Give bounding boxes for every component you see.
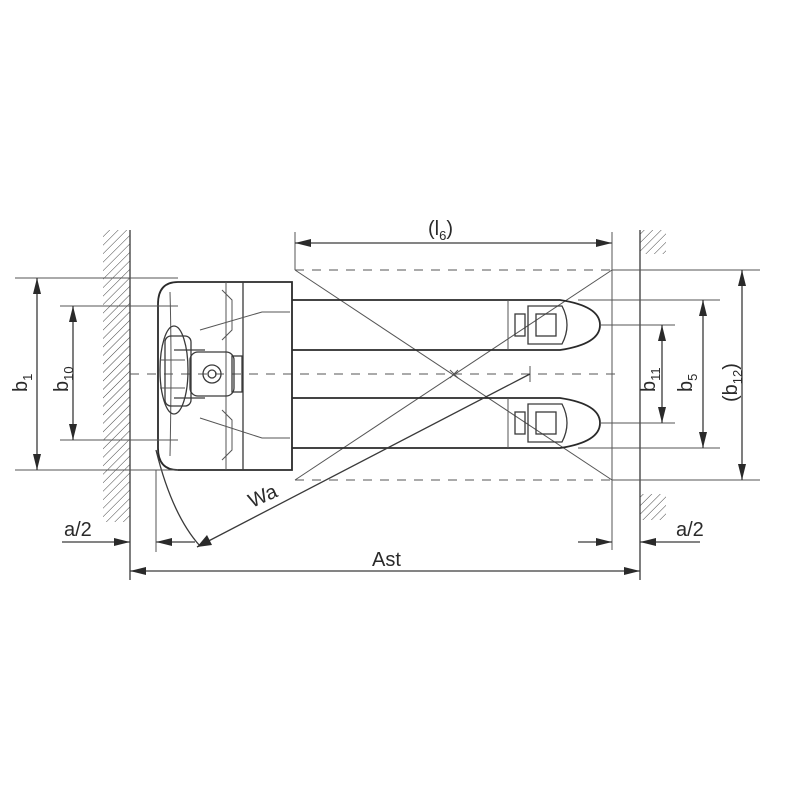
label-ast: Ast	[372, 549, 401, 571]
label-b5: b5	[675, 374, 700, 392]
dimension-b10	[69, 306, 77, 440]
dimension-a2-right	[578, 538, 700, 546]
turning-radius-wa	[155, 373, 531, 548]
dimension-b5	[699, 300, 707, 448]
right-wall-bottom	[640, 494, 666, 520]
extension-lines-right	[578, 269, 760, 481]
extension-lines-left	[15, 277, 178, 471]
label-a2-right: a/2	[676, 519, 704, 541]
label-b11: b11	[638, 367, 663, 392]
fork-upper	[292, 299, 601, 351]
label-a2-left: a/2	[64, 519, 92, 541]
dimension-b12	[738, 270, 746, 480]
dimension-ast	[130, 567, 640, 575]
fork-lower	[292, 397, 601, 449]
label-b10: b10	[51, 366, 76, 392]
label-b12: (b12)	[720, 363, 745, 402]
center-mark	[449, 369, 459, 379]
label-l6: (l6)	[428, 218, 453, 243]
left-wall	[103, 230, 131, 580]
dimension-b1	[33, 278, 41, 470]
right-wall-top	[640, 230, 666, 254]
label-b1: b1	[10, 374, 35, 392]
dimension-b11	[658, 325, 666, 423]
dimension-a2-left	[62, 470, 195, 552]
truck-drive-unit	[157, 281, 293, 471]
dimension-l6	[295, 232, 613, 260]
pallet-outline	[294, 232, 613, 550]
label-wa: Wa	[245, 480, 281, 512]
